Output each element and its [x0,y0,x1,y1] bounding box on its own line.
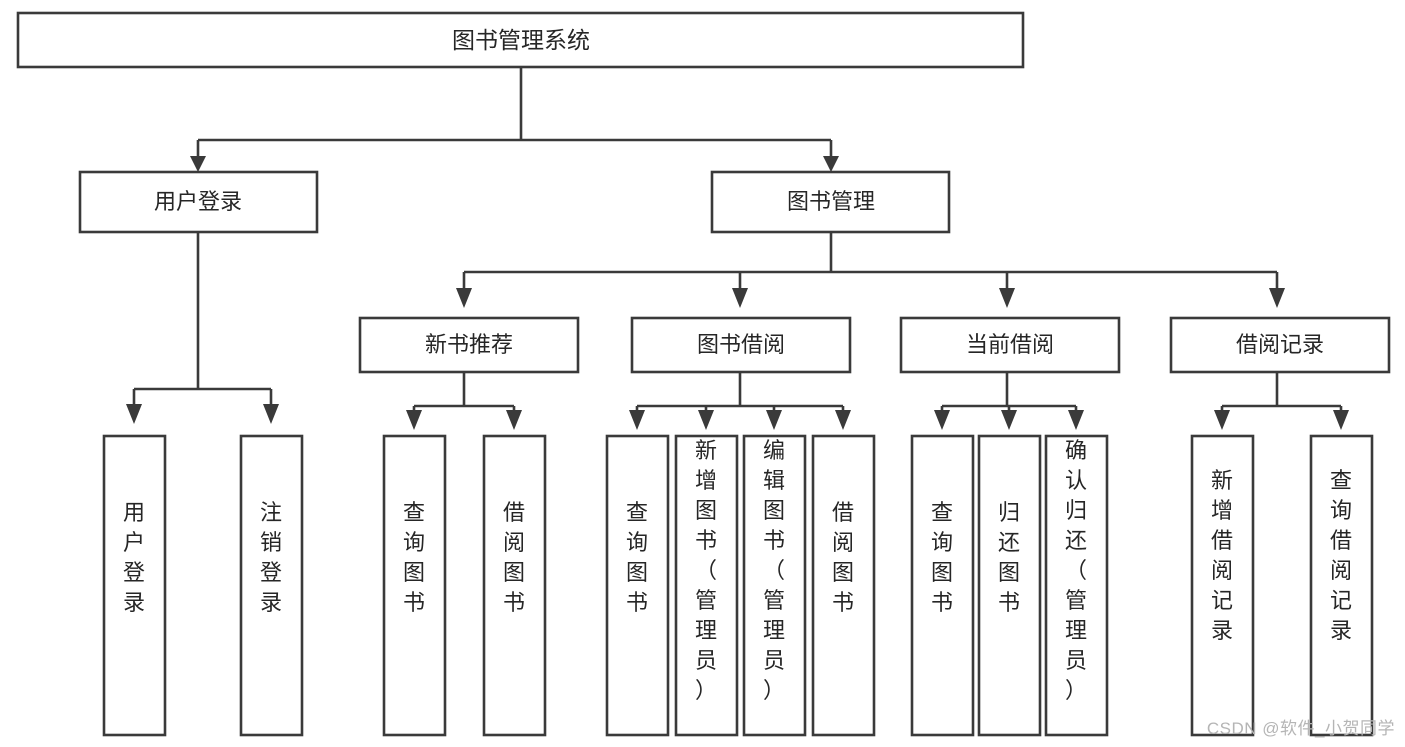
leaf-book-borrow-0-label: 查询图书 [626,500,648,615]
leaf-borrow-record-1-box[interactable] [1309,434,1374,737]
leaf-borrow-record-1-label: 查询借阅记录 [1330,468,1352,643]
node-new-book-rec[interactable]: 新书推荐 [358,316,580,374]
arrow-head-borrow-record [1269,288,1285,308]
arrow-head-user-login [190,156,206,172]
arrow-head-cb-leaf-0 [934,410,950,430]
leaf-node[interactable]: 查询图书 [605,434,670,737]
node-borrow-record-label: 借阅记录 [1236,332,1324,357]
leaf-current-borrow-1-label: 归还图书 [998,500,1020,615]
arrow-head-bb-leaf-3 [835,410,851,430]
node-user-login-label: 用户登录 [154,189,242,214]
leaf-current-borrow-0-label: 查询图书 [931,500,953,615]
arrow-head-ul-leaf-0 [126,404,142,424]
connector-layer [126,67,1349,430]
leaf-user-login-0-label: 用户登录 [123,500,145,615]
node-root[interactable]: 图书管理系统 [16,11,1025,69]
arrow-head-bb-leaf-1 [698,410,714,430]
node-book-borrow-label: 图书借阅 [697,332,785,357]
leaf-node[interactable]: 新增图书（管理员） [674,434,739,737]
leaf-node[interactable]: 借阅图书 [482,434,547,737]
node-book-mgmt[interactable]: 图书管理 [710,170,951,234]
node-book-mgmt-box[interactable] [710,170,951,234]
leaf-node[interactable]: 注销登录 [239,434,304,737]
node-root-box[interactable] [16,11,1025,69]
node-current-borrow-box[interactable] [899,316,1121,374]
leaf-book-borrow-1-box[interactable] [674,434,739,737]
node-user-login[interactable]: 用户登录 [78,170,319,234]
node-new-book-rec-box[interactable] [358,316,580,374]
leaf-user-login-1-label: 注销登录 [260,500,282,615]
leaf-new-book-rec-1-label: 借阅图书 [503,500,525,615]
leaf-user-login-1-box[interactable] [239,434,304,737]
arrow-head-bb-leaf-0 [629,410,645,430]
leaf-borrow-record-0-label: 新增借阅记录 [1211,468,1233,643]
leaf-node[interactable]: 编辑图书（管理员） [742,434,807,737]
leaf-user-login-0-box[interactable] [102,434,167,737]
node-book-borrow-box[interactable] [630,316,852,374]
leaf-book-borrow-3-box[interactable] [811,434,876,737]
leaf-current-borrow-0-box[interactable] [910,434,975,737]
leaf-book-borrow-2-label: 编辑图书（管理员） [763,438,785,703]
node-new-book-rec-label: 新书推荐 [425,332,513,357]
leaf-node[interactable]: 查询借阅记录 [1309,434,1374,737]
leaf-borrow-record-0-box[interactable] [1190,434,1255,737]
arrow-head-br-leaf-1 [1333,410,1349,430]
leaf-book-borrow-1-label: 新增图书（管理员） [695,438,717,703]
node-root-label: 图书管理系统 [452,27,590,53]
arrow-head-cb-leaf-1 [1001,410,1017,430]
node-current-borrow[interactable]: 当前借阅 [899,316,1121,374]
node-borrow-record[interactable]: 借阅记录 [1169,316,1391,374]
arrow-head-book-mgmt [823,156,839,172]
arrow-head-new-book-rec [456,288,472,308]
arrow-head-book-borrow [732,288,748,308]
leaf-current-borrow-1-box[interactable] [977,434,1042,737]
arrow-head-nbr-leaf-1 [506,410,522,430]
node-borrow-record-box[interactable] [1169,316,1391,374]
leaf-book-borrow-2-box[interactable] [742,434,807,737]
arrow-head-ul-leaf-1 [263,404,279,424]
leaf-node[interactable]: 查询图书 [382,434,447,737]
leaf-node[interactable]: 归还图书 [977,434,1042,737]
node-user-login-box[interactable] [78,170,319,234]
node-book-mgmt-label: 图书管理 [787,189,875,214]
arrow-head-nbr-leaf-0 [406,410,422,430]
leaf-node[interactable]: 用户登录 [102,434,167,737]
arrow-head-cb-leaf-2 [1068,410,1084,430]
leaf-node[interactable]: 借阅图书 [811,434,876,737]
leaf-current-borrow-2-label: 确认归还（管理员） [1065,438,1087,703]
arrow-head-br-leaf-0 [1214,410,1230,430]
leaf-book-borrow-0-box[interactable] [605,434,670,737]
leaf-new-book-rec-0-box[interactable] [382,434,447,737]
leaf-node[interactable]: 查询图书 [910,434,975,737]
leaf-book-borrow-3-label: 借阅图书 [832,500,854,615]
arrow-head-current-borrow [999,288,1015,308]
arrow-head-bb-leaf-2 [766,410,782,430]
leaf-node[interactable]: 新增借阅记录 [1190,434,1255,737]
leaf-new-book-rec-1-box[interactable] [482,434,547,737]
leaf-new-book-rec-0-label: 查询图书 [403,500,425,615]
leaf-current-borrow-2-box[interactable] [1044,434,1109,737]
node-book-borrow[interactable]: 图书借阅 [630,316,852,374]
node-current-borrow-label: 当前借阅 [966,332,1054,357]
leaf-node[interactable]: 确认归还（管理员） [1044,434,1109,737]
